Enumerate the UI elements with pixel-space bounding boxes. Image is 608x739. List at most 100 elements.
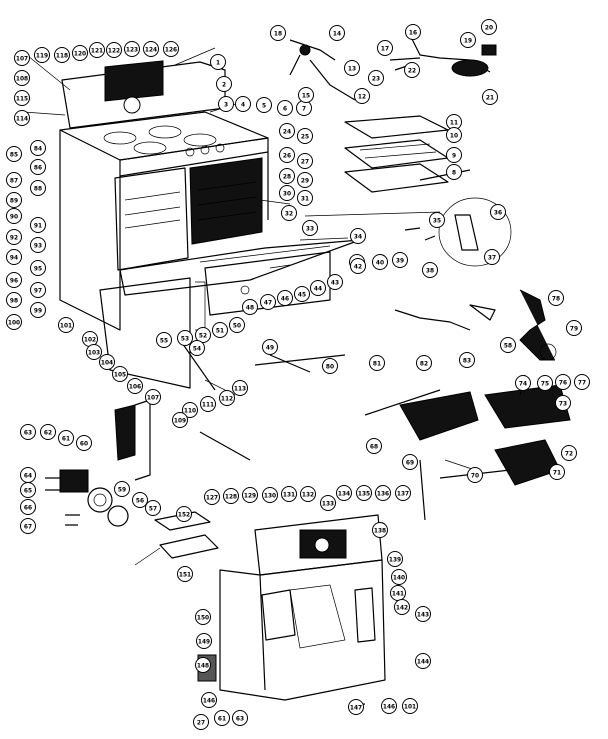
callout-circle [515, 375, 531, 391]
callout-number: 27 [197, 719, 205, 727]
callout-a97: 8 [446, 164, 462, 180]
callout-circle [177, 330, 193, 346]
callout-number: 131 [283, 491, 295, 499]
callout-a58: 33 [302, 220, 318, 236]
callout-number: 124 [145, 46, 157, 54]
callout-a04: 120 [72, 45, 88, 61]
callout-number: 3 [224, 101, 228, 109]
callout-a23: 27 [297, 153, 313, 169]
callout-circle [262, 487, 278, 503]
callout-a40: 95 [30, 260, 46, 276]
callout-circle [6, 192, 22, 208]
callout-circle [500, 337, 516, 353]
callout-circle [555, 395, 571, 411]
callout-a64: 42 [350, 258, 366, 274]
callout-a20: 24 [279, 123, 295, 139]
callout-number: 121 [91, 47, 103, 55]
callout-a81: 37 [484, 249, 500, 265]
callout-circle [392, 252, 408, 268]
callout-circle [372, 522, 388, 538]
callout-a59: 34 [350, 228, 366, 244]
callout-a79: 35 [429, 212, 445, 228]
callout-circle [279, 123, 295, 139]
callout-a49: 104 [99, 354, 115, 370]
callout-number: 137 [397, 490, 409, 498]
callout-b54: 146 [381, 698, 397, 714]
callout-number: 22 [408, 67, 416, 75]
callout-number: 97 [34, 287, 42, 295]
callout-number: 120 [74, 50, 86, 58]
callout-circle [490, 204, 506, 220]
callout-a32: 87 [6, 172, 22, 188]
callout-circle [201, 692, 217, 708]
callout-circle [391, 569, 407, 585]
callout-a14: 3 [218, 96, 234, 112]
callout-a86: 12 [354, 88, 370, 104]
callout-number: 151 [179, 571, 191, 579]
callout-circle [277, 100, 293, 116]
callout-number: 57 [149, 505, 157, 513]
callout-number: 100 [8, 319, 20, 327]
callout-number: 8 [452, 169, 456, 177]
callout-circle [484, 249, 500, 265]
callout-b13: 71 [549, 464, 565, 480]
callout-number: 28 [283, 173, 291, 181]
callout-circle [356, 485, 372, 501]
callout-number: 62 [44, 429, 52, 437]
callout-b03: 78 [548, 290, 564, 306]
callout-number: 19 [464, 37, 472, 45]
callout-number: 99 [34, 307, 42, 315]
callout-number: 103 [88, 349, 100, 357]
callout-number: 54 [193, 345, 201, 353]
callout-number: 127 [206, 494, 218, 502]
callout-b33: 132 [300, 486, 316, 502]
callout-circle [6, 229, 22, 245]
callout-circle [327, 274, 343, 290]
callout-number: 9 [452, 152, 456, 160]
callout-a61: 40 [372, 254, 388, 270]
callout-number: 108 [16, 75, 28, 83]
callout-number: 34 [354, 233, 362, 241]
callout-a48: 103 [86, 344, 102, 360]
callout-a33: 88 [30, 180, 46, 196]
callout-number: 106 [129, 383, 141, 391]
callout-circle [366, 438, 382, 454]
callout-number: 90 [10, 213, 18, 221]
callout-number: 133 [322, 500, 334, 508]
callout-number: 114 [16, 115, 28, 123]
callout-number: 138 [374, 527, 386, 535]
callout-circle [218, 96, 234, 112]
callout-a84: 15 [298, 87, 314, 103]
callout-number: 144 [417, 658, 429, 666]
callout-number: 59 [118, 486, 126, 494]
callout-b46: 150 [195, 609, 211, 625]
callout-number: 134 [338, 490, 350, 498]
callout-a28: 32 [281, 205, 297, 221]
callout-circle [460, 32, 476, 48]
callout-circle [481, 19, 497, 35]
callout-a87: 16 [405, 24, 421, 40]
callout-number: 51 [216, 327, 224, 335]
callout-a90: 19 [460, 32, 476, 48]
callout-number: 6 [283, 105, 287, 113]
callout-a89: 17 [377, 40, 393, 56]
callout-circle [375, 485, 391, 501]
callout-a12: 2 [216, 76, 232, 92]
callout-a27: 31 [297, 190, 313, 206]
callout-number: 89 [10, 197, 18, 205]
callout-number: 18 [274, 30, 282, 38]
callout-circle [242, 299, 258, 315]
callout-number: 16 [409, 29, 417, 37]
callout-circle [561, 445, 577, 461]
callout-number: 81 [373, 360, 381, 368]
callout-circle [416, 355, 432, 371]
callout-circle [6, 146, 22, 162]
callout-a54: 111 [200, 396, 216, 412]
callout-circle [281, 486, 297, 502]
callout-number: 1 [216, 59, 220, 67]
callout-number: 126 [165, 46, 177, 54]
callout-a98: 81 [369, 355, 385, 371]
callout-circle [372, 254, 388, 270]
callout-circle [216, 76, 232, 92]
callout-b29: 128 [223, 488, 239, 504]
